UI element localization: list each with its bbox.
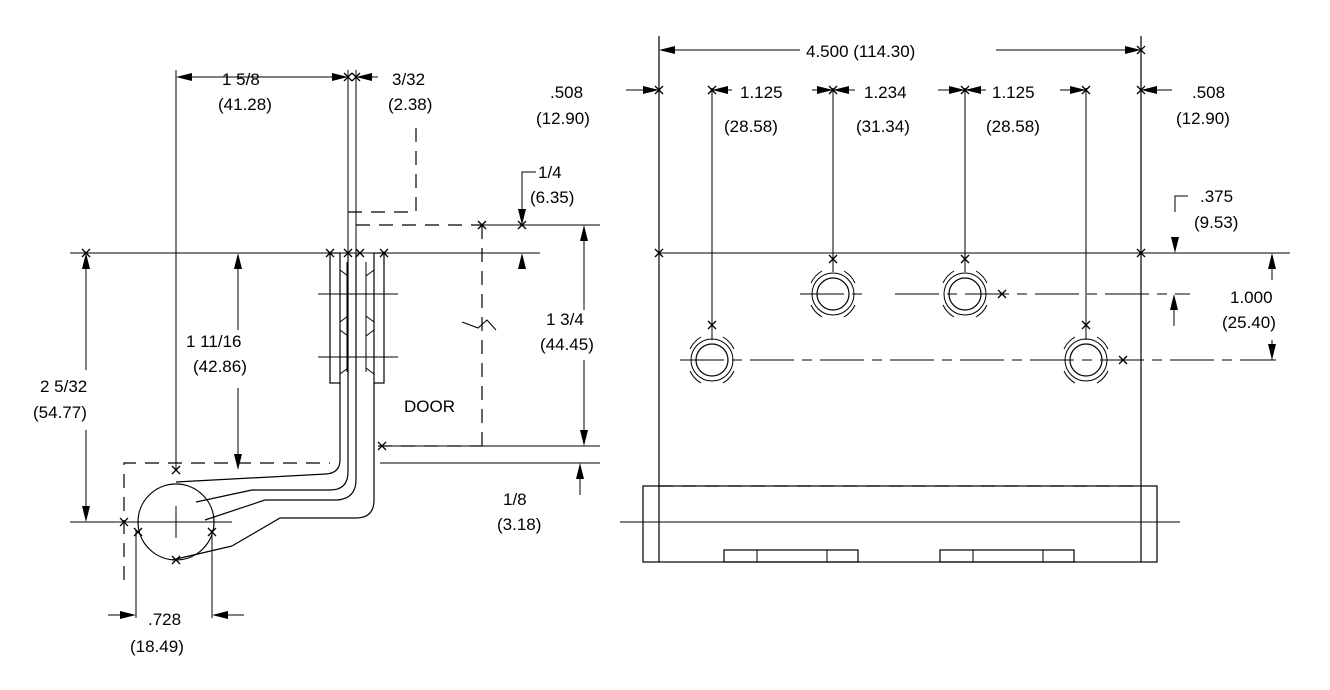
top-offset-metric-label: (9.53) xyxy=(1194,213,1238,232)
hole-2 xyxy=(810,270,856,318)
hole-4 xyxy=(1063,336,1109,384)
top-gap-metric-label: (6.35) xyxy=(530,188,574,207)
edge-left-metric-label: (12.90) xyxy=(536,109,590,128)
side-view: 1 5/8 (41.28) 3/32 (2.38) 1/4 (6.35) 1 1… xyxy=(33,70,600,656)
width-label: 1 5/8 xyxy=(222,70,260,89)
bottom-gap-label: 1/8 xyxy=(503,490,527,509)
pitch-3-metric-label: (28.58) xyxy=(986,117,1040,136)
pitch-1-label: 1.125 xyxy=(740,83,783,102)
pitch-3-label: 1.125 xyxy=(992,83,1035,102)
overall-width-label: 4.500 (114.30) xyxy=(806,42,915,61)
offset-label: 3/32 xyxy=(392,70,425,89)
hole-3 xyxy=(942,270,988,318)
top-gap-label: 1/4 xyxy=(538,163,562,182)
pitch-2-label: 1.234 xyxy=(864,83,907,102)
inner-height-metric-label: (42.86) xyxy=(193,357,247,376)
door-label: DOOR xyxy=(404,397,455,416)
front-view: 4.500 (114.30) .508 (12.90) .508 (12.90)… xyxy=(536,36,1290,563)
edge-left-label: .508 xyxy=(550,83,583,102)
overall-height-label: 2 5/32 xyxy=(40,377,87,396)
overall-height-metric-label: (54.77) xyxy=(33,403,87,422)
hole-1 xyxy=(689,336,735,384)
inner-height-label: 1 11/16 xyxy=(186,332,241,351)
knuckle-width-label: .728 xyxy=(148,610,181,629)
knuckle-width-metric-label: (18.49) xyxy=(130,637,184,656)
door-thickness-metric-label: (44.45) xyxy=(540,335,594,354)
pitch-2-metric-label: (31.34) xyxy=(856,117,910,136)
offset-metric-label: (2.38) xyxy=(388,95,432,114)
pitch-1-metric-label: (28.58) xyxy=(724,117,778,136)
door-thickness-label: 1 3/4 xyxy=(546,310,584,329)
edge-right-label: .508 xyxy=(1192,83,1225,102)
row-spacing-metric-label: (25.40) xyxy=(1222,313,1276,332)
top-offset-label: .375 xyxy=(1200,187,1233,206)
bottom-gap-metric-label: (3.18) xyxy=(497,515,541,534)
width-metric-label: (41.28) xyxy=(218,95,272,114)
edge-right-metric-label: (12.90) xyxy=(1176,109,1230,128)
row-spacing-label: 1.000 xyxy=(1230,288,1273,307)
